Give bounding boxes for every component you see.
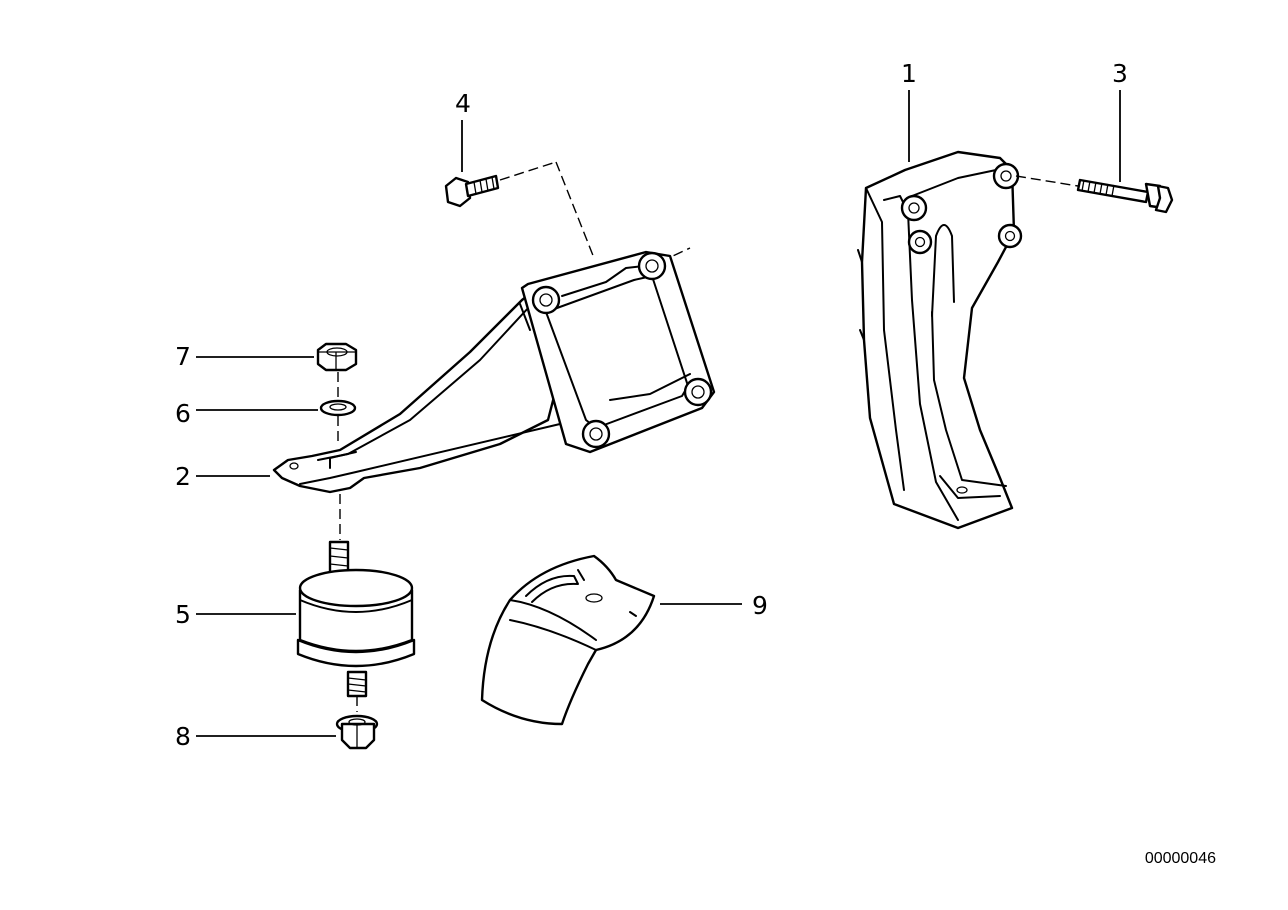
part-1-engine-bracket xyxy=(857,150,1023,530)
part-5-engine-mount xyxy=(296,494,416,698)
callout-3: 3 xyxy=(1112,59,1128,88)
callout-labels: 1 2 3 4 5 6 7 8 9 xyxy=(175,59,1128,751)
callout-9: 9 xyxy=(752,591,768,620)
callout-4: 4 xyxy=(455,89,471,118)
part-4-bolt xyxy=(444,161,691,263)
part-8-flange-nut xyxy=(335,696,379,750)
callout-8: 8 xyxy=(175,722,191,751)
part-6-washer xyxy=(319,372,357,446)
callout-2: 2 xyxy=(175,462,191,491)
part-9-heat-shield xyxy=(480,554,656,726)
drawing-code: 00000046 xyxy=(1145,850,1216,867)
leader-lines xyxy=(196,90,1121,737)
part-3-bolt xyxy=(1015,175,1174,214)
callout-5: 5 xyxy=(175,600,191,629)
part-7-nut xyxy=(316,342,358,372)
callout-6: 6 xyxy=(175,399,191,428)
part-2-support-arm xyxy=(272,250,716,494)
callout-7: 7 xyxy=(175,342,191,371)
callout-1: 1 xyxy=(901,59,917,88)
